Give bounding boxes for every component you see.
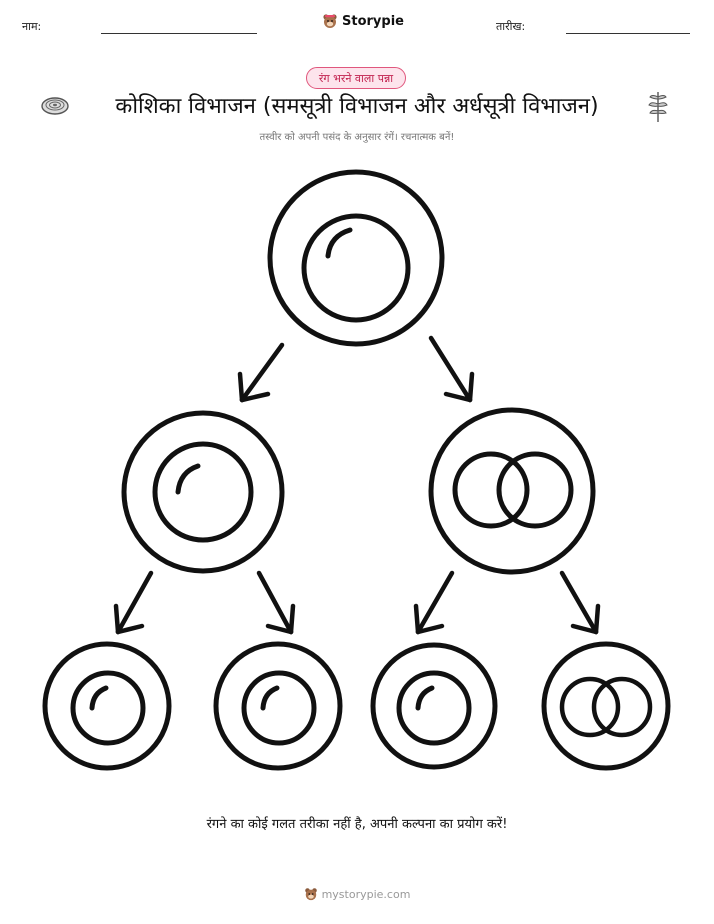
- tree-ring-slice-icon: [41, 97, 69, 115]
- footer-url[interactable]: mystorypie.com: [321, 887, 411, 901]
- arrow-mitosis-right: [256, 570, 296, 635]
- bottom-message: रंगने का कोई गलत तरीका नहीं है, अपनी कल्…: [206, 817, 508, 832]
- footer: mystorypie.com: [0, 887, 714, 901]
- storypie-bear-logo-icon: [323, 14, 337, 28]
- arrow-right-parent: [428, 335, 475, 403]
- date-label: तारीख:: [496, 20, 526, 33]
- meiosis-cell[interactable]: [428, 407, 596, 575]
- daughter-cell-2[interactable]: [213, 641, 343, 771]
- storypie-bear-logo-icon: [304, 888, 317, 901]
- mitosis-cell[interactable]: [121, 410, 285, 574]
- page-subtitle: तस्वीर को अपनी पसंद के अनुसार रंगें। रचन…: [259, 132, 455, 143]
- coloring-page-badge: रंग भरने वाला पन्ना: [306, 67, 406, 89]
- name-label: नाम:: [22, 20, 42, 33]
- daughter-cell-1[interactable]: [42, 641, 172, 771]
- arrow-meiosis-left: [413, 570, 455, 635]
- arrow-mitosis-left: [113, 570, 154, 635]
- arrow-left-parent: [237, 342, 285, 403]
- brand: Storypie: [322, 13, 404, 29]
- name-line[interactable]: [101, 33, 257, 34]
- brand-name: Storypie: [342, 13, 404, 29]
- daughter-cell-3[interactable]: [370, 642, 498, 770]
- fern-leaf-icon: [648, 92, 668, 122]
- arrow-meiosis-right: [559, 570, 601, 635]
- parent-cell[interactable]: [267, 169, 445, 347]
- date-line[interactable]: [566, 33, 690, 34]
- daughter-cell-4[interactable]: [541, 641, 671, 771]
- page-title: कोशिका विभाजन (समसूत्री विभाजन और अर्धसू…: [115, 94, 599, 119]
